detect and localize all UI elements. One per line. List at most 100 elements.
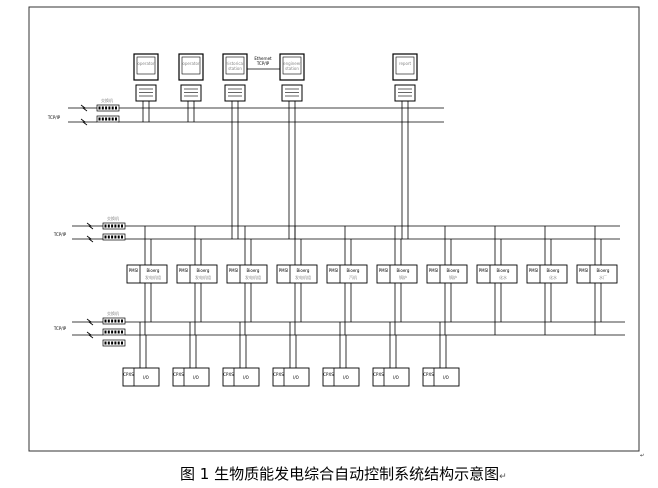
io-label-line: I/O	[143, 375, 149, 380]
controller-box	[526, 264, 568, 284]
controller-name: Bioerg	[347, 268, 360, 273]
switch-port	[104, 319, 107, 323]
controller-sub-label: 水厂	[599, 274, 607, 280]
lightning-icon	[86, 235, 94, 243]
diagram-frame	[28, 6, 640, 452]
switch-port	[104, 330, 107, 334]
io-label: I/O	[293, 375, 299, 380]
switch-port	[111, 235, 114, 239]
controller-sub-label: 化水	[499, 274, 507, 280]
controller-front-label: PMSI	[129, 268, 139, 273]
controller-name-line: Bioerg	[497, 268, 510, 273]
io-front-label-line: CPXS	[273, 372, 284, 377]
switch-port	[121, 330, 123, 334]
io-label-line: I/O	[343, 375, 349, 380]
controller-name: Bioerg	[497, 268, 510, 273]
controller-sub-label-line: 化水	[549, 274, 557, 280]
switch-port	[107, 330, 110, 334]
switch-label-line: 交换机	[107, 310, 119, 316]
io-front-label: CPXS	[173, 372, 184, 377]
controller-front-label-line: PMSI	[479, 268, 489, 273]
controller-front-label: PMSI	[479, 268, 489, 273]
switch-port	[111, 106, 114, 110]
lightning-icon	[86, 222, 94, 230]
controller-name: Bioerg	[597, 268, 610, 273]
controller-name-line: Bioerg	[447, 268, 460, 273]
controller-sub-label-line: 水厂	[599, 274, 607, 280]
controller-name: Bioerg	[197, 268, 210, 273]
switch-port	[104, 341, 107, 345]
controller-sub-label-line: 锅炉	[449, 274, 457, 280]
switch-port-strip	[102, 233, 126, 241]
workstation-label: report	[399, 61, 412, 66]
frame-corner-mark: ↵	[640, 453, 644, 459]
controller-box	[576, 264, 618, 284]
switch-port	[104, 235, 107, 239]
switch-port	[114, 341, 117, 345]
workstation-unit-icon	[135, 84, 157, 102]
switch-port	[107, 235, 110, 239]
switch-label: 交换机	[107, 215, 119, 221]
switch-port	[121, 319, 123, 323]
workstation-1: operator	[133, 53, 159, 102]
switch-label: 交换机	[107, 310, 119, 316]
controller-name-line: Bioerg	[547, 268, 560, 273]
ethernet-label-line: Ethernet	[254, 56, 272, 61]
switch-port	[98, 106, 101, 110]
io-label-line: I/O	[393, 375, 399, 380]
controller-front-label-line: PMSI	[379, 268, 389, 273]
controller-sub-label-line: 发电机组	[195, 274, 211, 280]
network-label: TCP/IP	[53, 326, 67, 331]
switch-port	[108, 117, 111, 121]
workstation-unit-icon	[180, 84, 202, 102]
switch-port	[105, 117, 108, 121]
io-box	[422, 367, 460, 387]
switch-port	[107, 341, 110, 345]
io-label: I/O	[393, 375, 399, 380]
io-front-label: CPXS	[123, 372, 134, 377]
io-label: I/O	[443, 375, 449, 380]
io-front-label: CPXS	[423, 372, 434, 377]
io-unit-4: CPXS I/O	[272, 322, 310, 387]
monitor-screen	[395, 56, 415, 75]
network-label: TCP/IP	[53, 232, 67, 237]
switch-port	[115, 117, 117, 121]
switch-label: 交换机	[101, 97, 113, 103]
io-front-label: CPXS	[273, 372, 284, 377]
switch-port	[111, 117, 114, 121]
io-front-label: CPXS	[373, 372, 384, 377]
monitor-screen	[181, 56, 201, 75]
switch-port	[101, 106, 104, 110]
controller-front-label-line: PMSI	[329, 268, 339, 273]
lightning-icon	[80, 118, 88, 126]
controller-front-label: PMSI	[229, 268, 239, 273]
controller-sub-label: 锅炉	[449, 274, 457, 280]
controller-box	[476, 264, 518, 284]
switch-port-strip	[102, 339, 126, 347]
workstation-label-line: historical	[226, 61, 244, 66]
io-unit-7: CPXS I/O	[422, 322, 460, 387]
io-box	[322, 367, 360, 387]
switch-port-strip	[102, 317, 126, 325]
io-label: I/O	[143, 375, 149, 380]
monitor-screen	[136, 56, 156, 75]
controller-name-line: Bioerg	[297, 268, 310, 273]
controller-box	[176, 264, 218, 284]
switch-port	[111, 330, 114, 334]
controller-front-label: PMSI	[379, 268, 389, 273]
workstation-5: report	[392, 53, 418, 102]
controller-front-label-line: PMSI	[279, 268, 289, 273]
switch-port	[117, 224, 120, 228]
switch-port-strip	[102, 222, 126, 230]
controller-front-label: PMSI	[579, 268, 589, 273]
